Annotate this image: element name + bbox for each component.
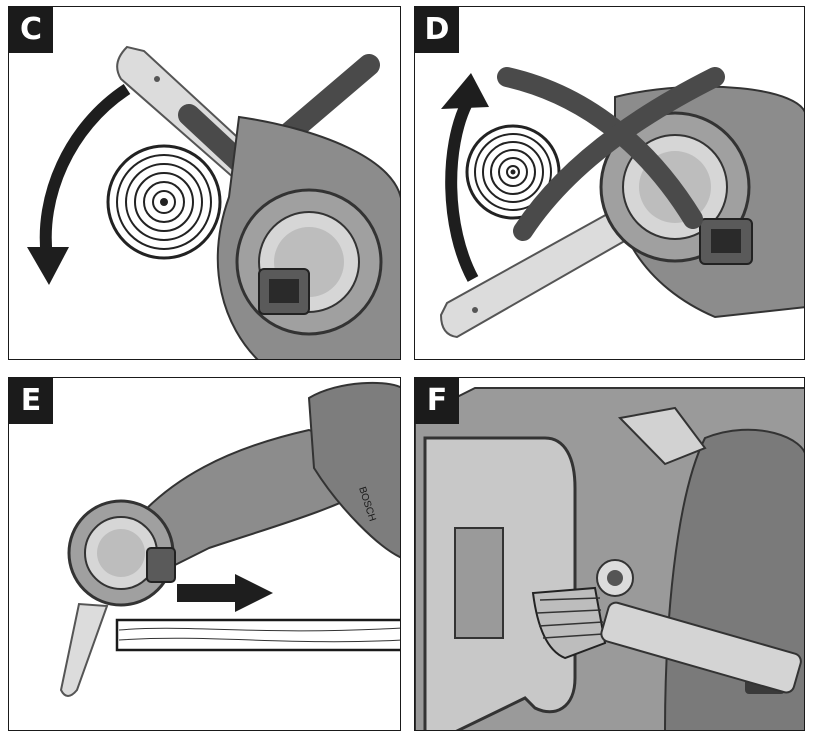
chainsaw-blade bbox=[61, 604, 107, 696]
tool-housing bbox=[218, 117, 401, 360]
sprocket bbox=[597, 560, 633, 596]
panel-e-label: E bbox=[9, 378, 53, 424]
log-cross-section bbox=[108, 146, 220, 258]
panel-c-label: C bbox=[9, 7, 53, 53]
push-direction-arrow bbox=[177, 574, 273, 612]
panel-f-label: F bbox=[415, 378, 459, 424]
illustration-c bbox=[9, 7, 401, 360]
arrow-head bbox=[441, 73, 489, 109]
panel-f: F bbox=[414, 377, 805, 731]
panel-c: C bbox=[8, 6, 401, 360]
panel-d-label: D bbox=[415, 7, 459, 53]
illustration-f bbox=[415, 378, 805, 731]
saw-head bbox=[69, 501, 175, 605]
illustration-e: BOSCH bbox=[9, 378, 401, 731]
illustration-d bbox=[415, 7, 805, 360]
panel-d: D bbox=[414, 6, 805, 360]
wooden-board bbox=[117, 620, 401, 650]
panel-e: E BOSCH bbox=[8, 377, 401, 731]
arrow-head bbox=[27, 247, 69, 285]
guard-plate bbox=[425, 438, 575, 731]
